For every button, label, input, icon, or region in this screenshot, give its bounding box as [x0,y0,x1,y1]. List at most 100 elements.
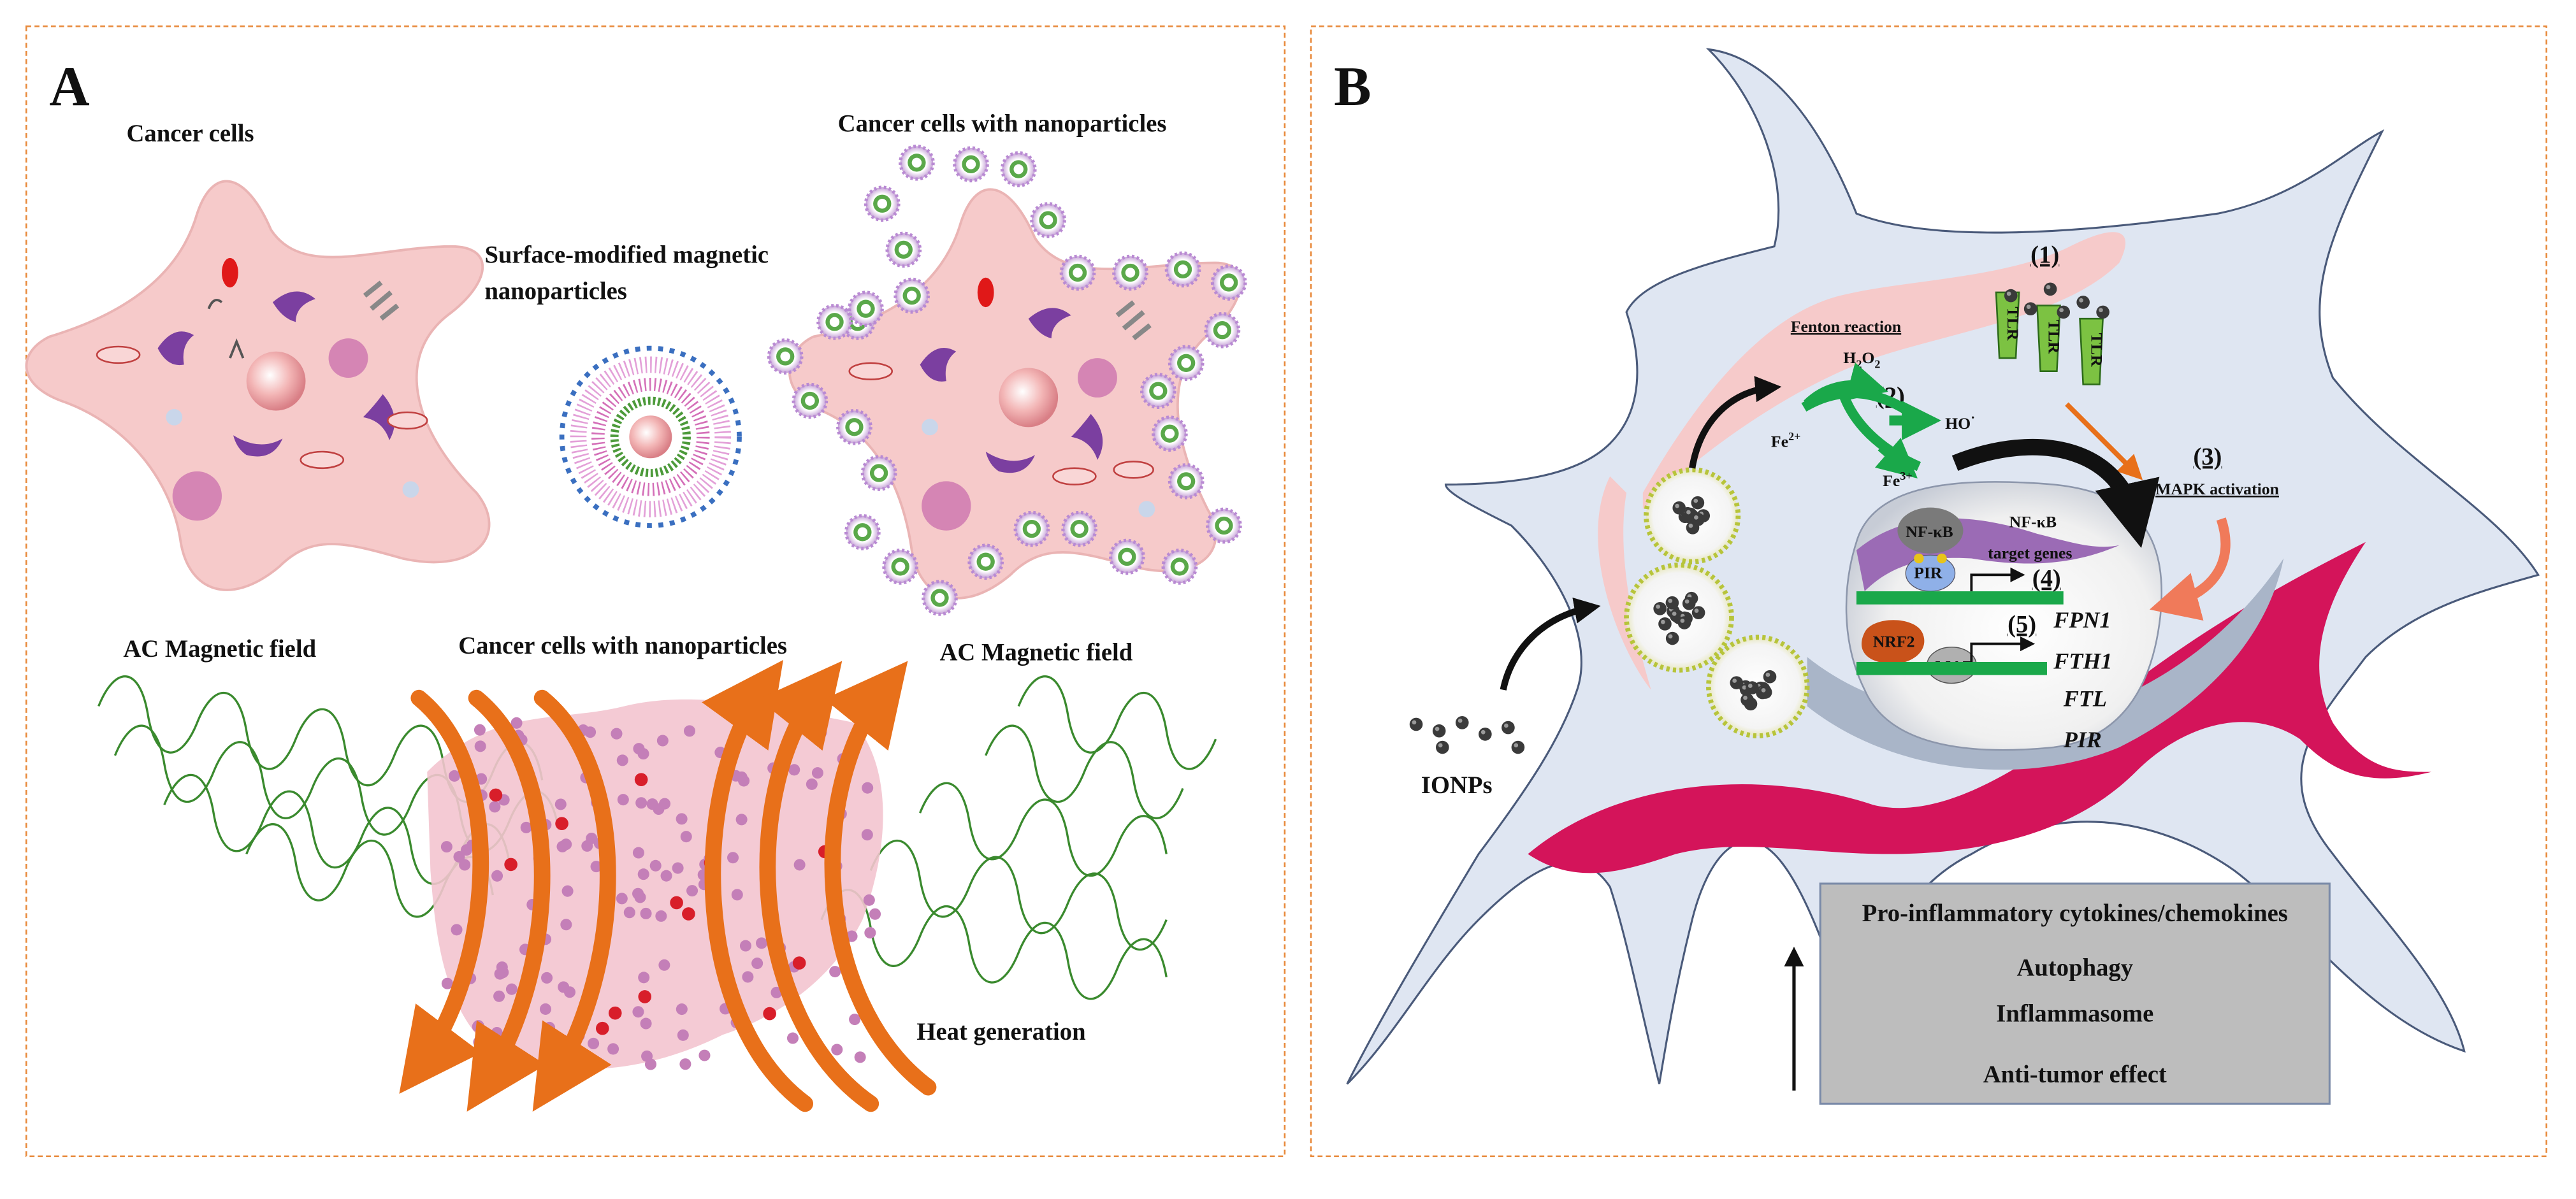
nanoparticle [505,983,517,995]
nanoparticle [590,861,602,873]
mitochondrion [96,345,141,364]
mitochondrion [848,362,894,380]
nanoparticle [677,1029,689,1041]
nanoparticle [560,919,572,931]
nanoparticle [448,770,461,782]
nanoparticle [510,717,523,729]
transcription-arrow-2 [1970,636,2036,662]
nucleus-dot [504,858,517,872]
ionp [1653,601,1667,615]
panel-b: B IONPs [1310,25,2547,1158]
nanoparticle [544,1021,556,1033]
mitochondrion [1052,467,1097,485]
nanoparticle [611,728,623,740]
nanoparticle [632,847,644,859]
nanoparticle [520,821,532,833]
panel-a-frame [25,25,1286,1158]
nrf2-label: NRF2 [1873,633,1915,651]
svg-text:TLR: TLR [2004,306,2022,340]
nanoparticle [660,870,672,882]
red-organelle [222,257,238,288]
ionp [1665,596,1679,610]
nanoparticle [441,977,453,989]
mitochondria-icon [920,348,957,382]
nanoparticle [632,887,644,900]
ionp [1746,681,1759,694]
mitochondria-icon [272,291,315,322]
nanoparticle [586,832,598,845]
nanoparticle [831,1044,843,1056]
mapk-label: MAPK activation [2155,480,2279,498]
effect-2: Inflammasome [1996,1000,2153,1027]
nanoparticle [846,930,858,942]
nanoparticle [584,726,597,738]
nanoparticle [735,814,748,826]
nucleus-dot [638,990,652,1003]
nanoparticle [680,831,692,843]
surface-modified-nanoparticle [559,345,742,528]
ionp [1691,496,1705,510]
mitochondria-icon [1071,413,1103,460]
endosome [1644,467,1741,564]
nanoparticle [738,775,750,787]
dna-strand-2 [1856,661,2047,675]
uptake-arrow [1500,597,1601,691]
nanoparticle [727,852,739,864]
label-cells-with-np-top: Cancer cells with nanoparticles [838,110,1167,137]
nanoparticle [623,907,635,919]
panel-a: A Cancer cells Surface-modified ma [25,25,1286,1158]
nanoparticle [638,972,650,984]
step-1: (1) [2030,242,2059,269]
nanoparticle [459,859,471,871]
step-4: (4) [2032,565,2061,592]
label-ionps: IONPs [1421,772,1493,799]
ionp [1677,616,1691,629]
nanoparticle [491,870,503,882]
nanoparticle [558,981,570,993]
label-heat-generation: Heat generation [916,1019,1085,1045]
ionp [1691,606,1705,619]
fenton-green-arrow-fe3 [1874,438,1918,478]
nanoparticle [786,1032,799,1044]
endosome [1624,562,1734,673]
nanoparticle [815,726,827,739]
ionps-free [1409,716,1525,754]
nanoparticle [679,1058,691,1070]
red-organelle [977,277,994,308]
svg-text:TLR: TLR [2045,320,2064,354]
step-3: (3) [2193,444,2222,471]
nucleus [246,351,306,411]
dna-strand-1 [1856,591,2064,605]
nucleus-dot [682,907,695,921]
nanoparticle [655,910,667,922]
nucleus-dot [555,817,568,831]
nucleus-dot [763,1007,776,1021]
er-icon [207,299,223,310]
nanoparticle [742,971,754,983]
label-ac-left: AC Magnetic field [123,636,316,663]
nanoparticle [617,794,629,806]
nanoparticle [496,961,508,973]
nanoparticle [869,908,881,920]
nanoparticle [616,754,628,766]
label-surface-np-line1: Surface-modified magnetic [484,242,769,269]
effect-1: Autophagy [2016,954,2133,981]
nanoparticle [739,940,751,952]
cancer-cell-with-nanoparticles [769,147,1245,615]
nucleus-b [1845,481,2163,751]
magnetic-field-right [820,675,1217,1000]
nanoparticle [633,743,645,755]
big-black-arrow [1951,439,2160,549]
fe3-label: Fe3+ [1883,470,1912,490]
nanoparticle [493,990,505,1002]
nanoparticle [640,1017,652,1030]
fenton-green-arrow-top [1804,363,1888,408]
nanoparticle [560,838,572,851]
nanoparticle [811,767,823,779]
fenton-arrow [1689,376,1782,469]
nfkb-complex: NF-κB PIR [1897,507,1964,592]
nanoparticle [861,829,873,841]
nanoparticle [683,725,695,737]
gene-fpn1: FPN1 [2053,607,2111,633]
label-cancer-cells: Cancer cells [126,120,254,147]
